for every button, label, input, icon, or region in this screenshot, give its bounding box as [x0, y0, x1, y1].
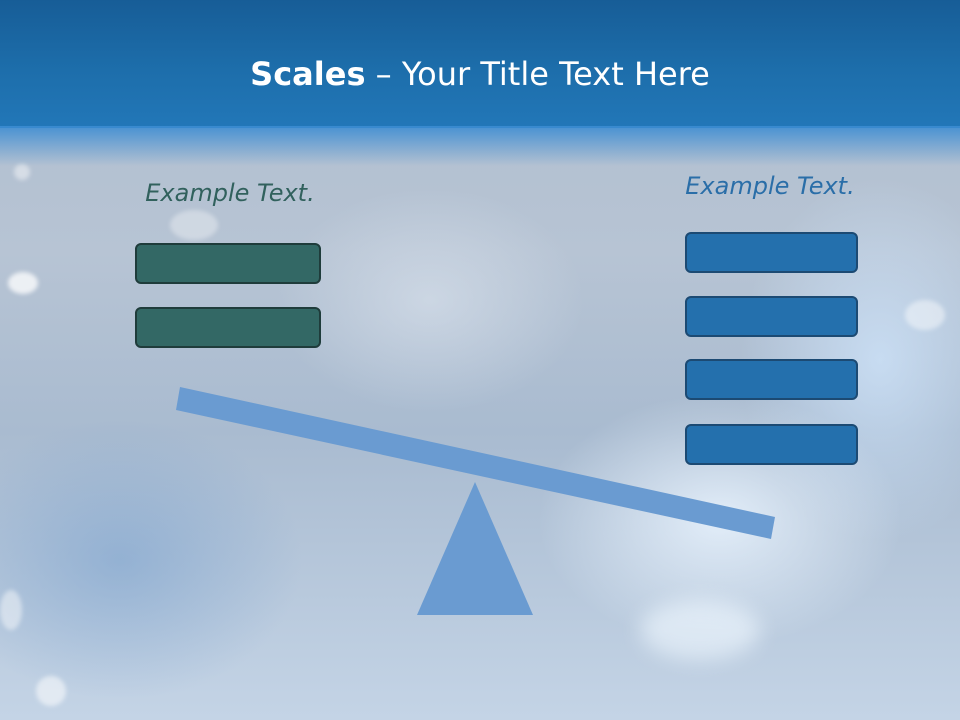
right-example-label: Example Text.: [685, 172, 855, 200]
bokeh-light: [14, 164, 30, 180]
scale-beam: [176, 387, 775, 539]
title-bar: [0, 0, 960, 128]
right-text-box-1[interactable]: [685, 232, 858, 273]
left-text-box-2[interactable]: [135, 307, 321, 348]
slide-title-bold: Scales: [250, 55, 366, 93]
title-bar-glow: [0, 126, 960, 166]
bokeh-light: [0, 590, 22, 630]
bokeh-light: [36, 676, 66, 706]
slide-title-rest: – Your Title Text Here: [365, 55, 710, 93]
scale-fulcrum: [417, 482, 533, 615]
left-example-label: Example Text.: [145, 179, 315, 207]
right-text-box-4[interactable]: [685, 424, 858, 465]
bokeh-light: [8, 272, 38, 294]
right-text-box-2[interactable]: [685, 296, 858, 337]
bokeh-light: [905, 300, 945, 330]
right-text-box-3[interactable]: [685, 359, 858, 400]
slide-title: Scales – Your Title Text Here: [0, 52, 960, 96]
bokeh-light: [640, 600, 760, 660]
bokeh-light: [170, 210, 218, 240]
left-text-box-1[interactable]: [135, 243, 321, 284]
